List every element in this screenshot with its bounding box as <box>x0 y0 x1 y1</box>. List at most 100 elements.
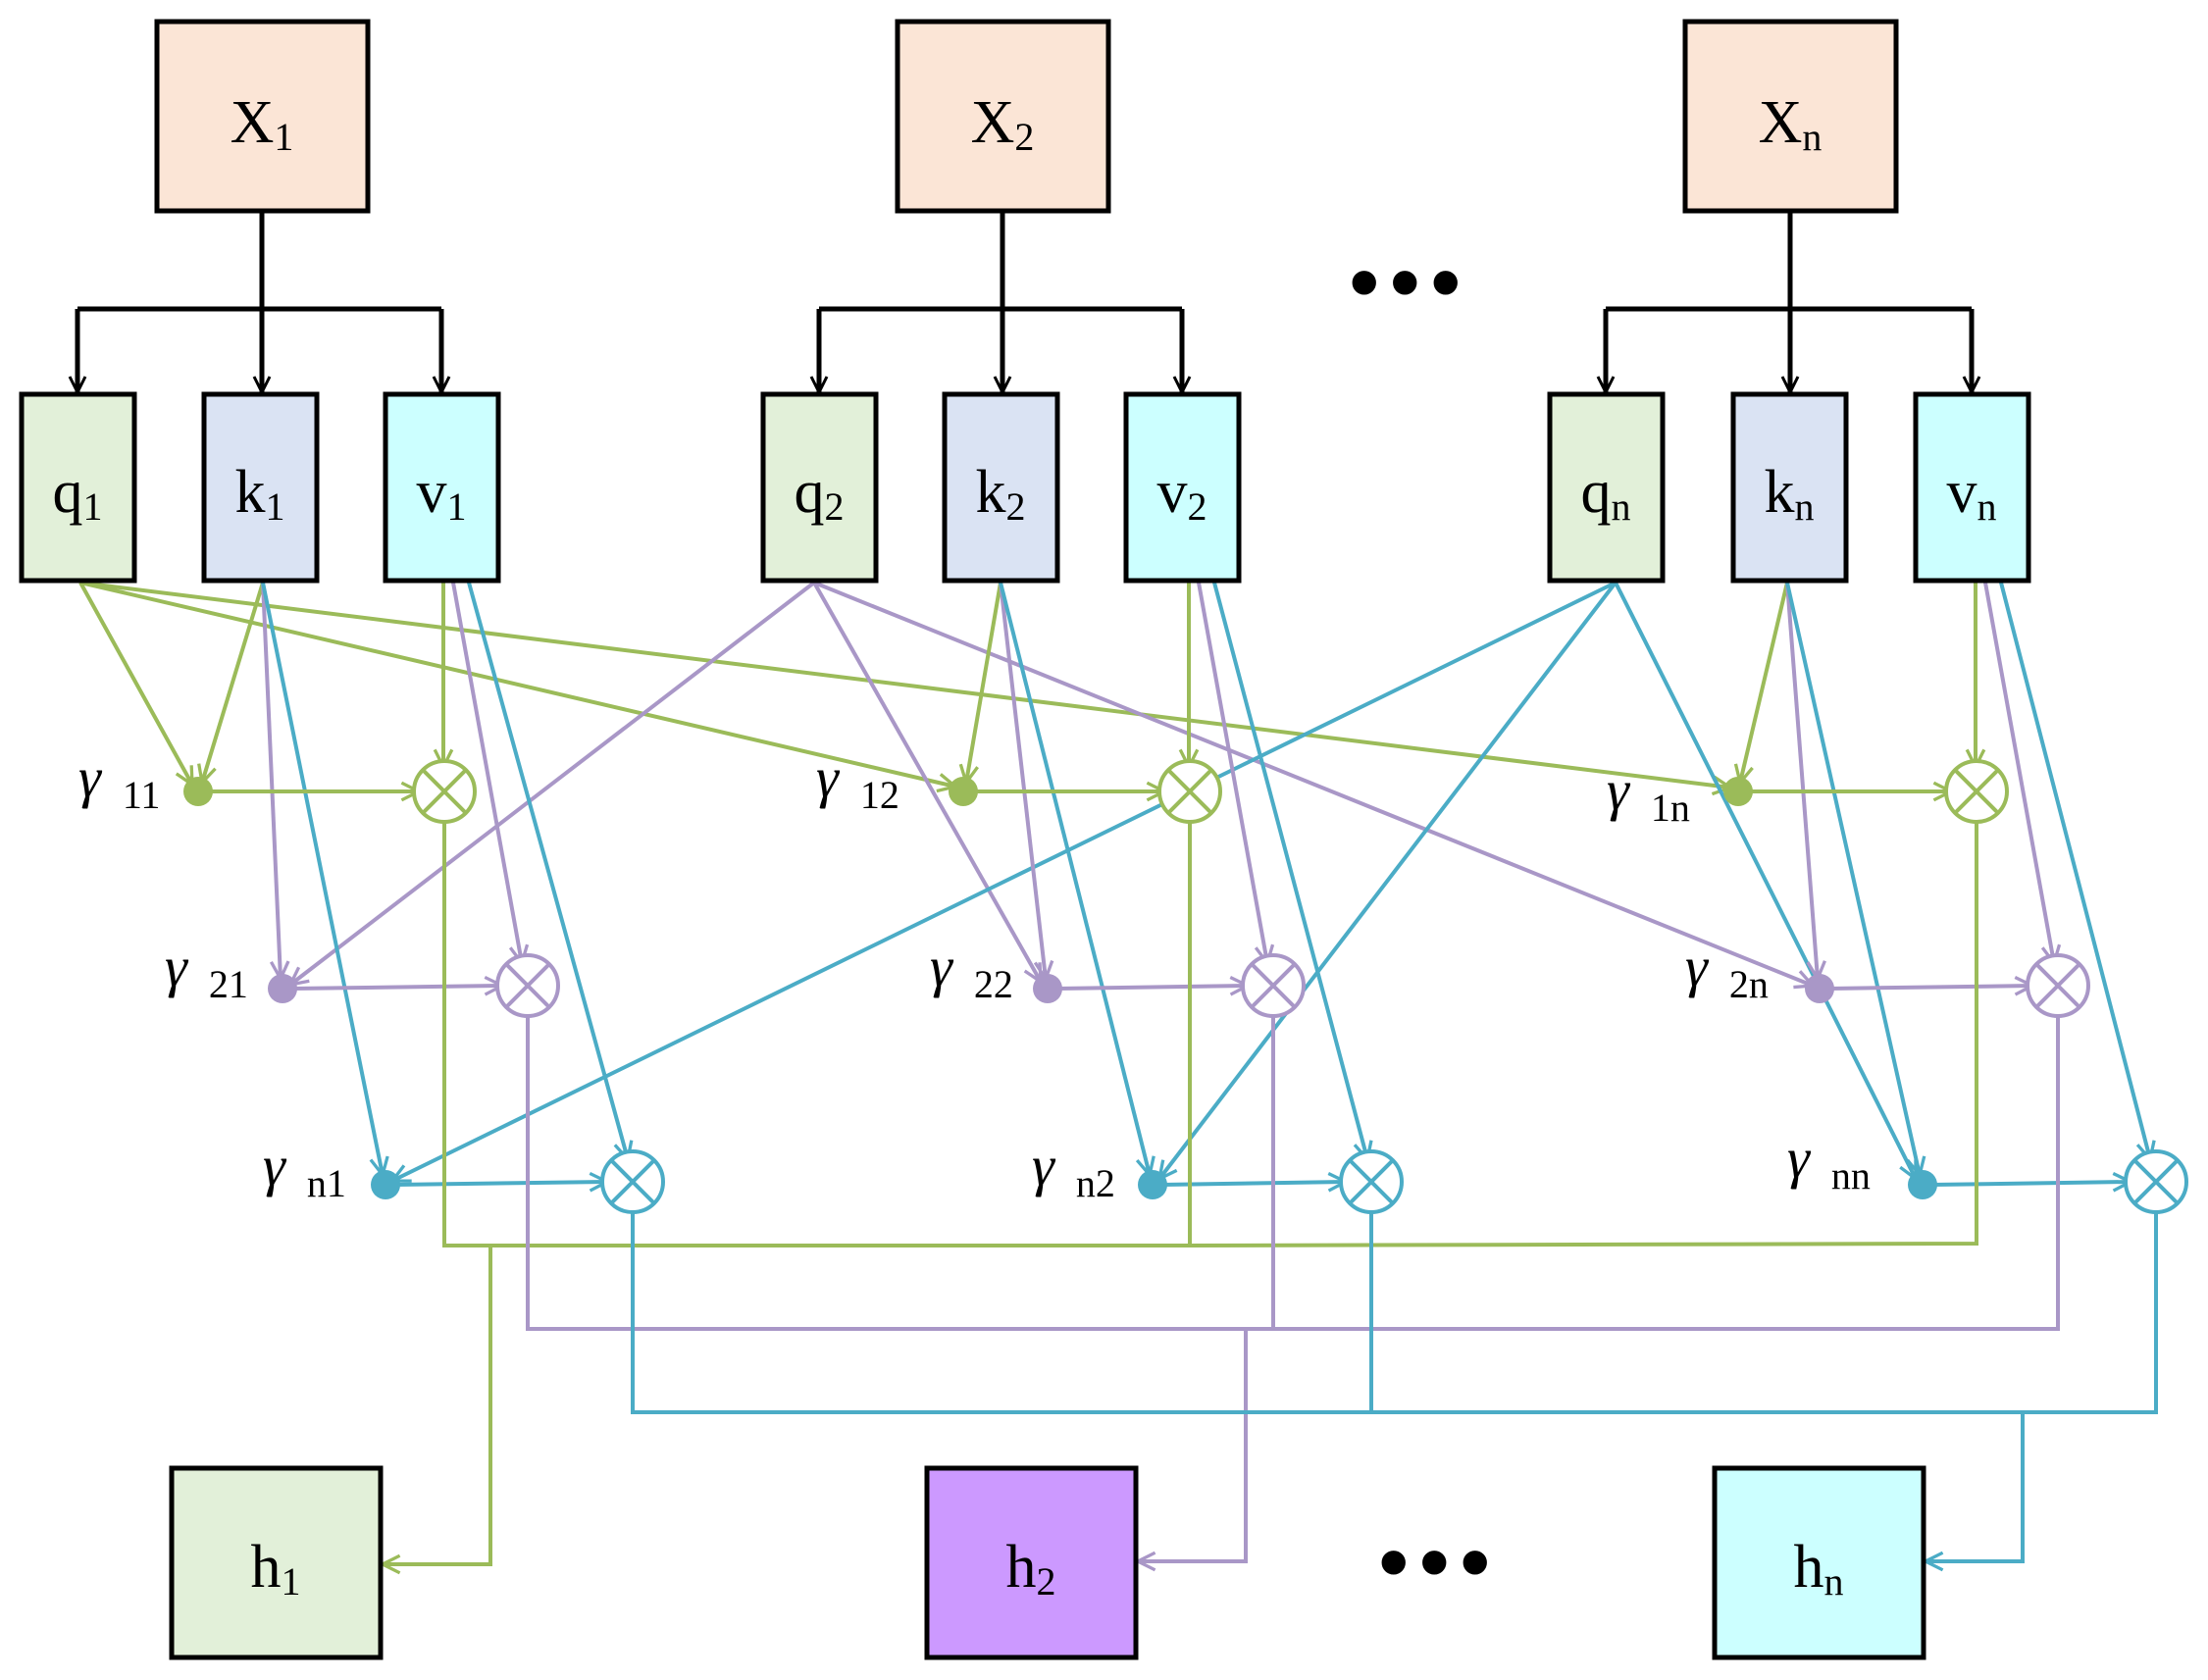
svg-text:h2: h2 <box>1006 1534 1056 1604</box>
connector-16 <box>1740 582 1789 783</box>
bus-h2-a <box>526 1010 1275 1331</box>
connector-21 <box>1197 582 1267 963</box>
input-x1: X1 <box>154 19 371 214</box>
attention-score-dot-1n <box>1723 777 1753 806</box>
bus-h1-a <box>442 816 1192 1247</box>
bus-h2-b <box>1273 1010 2060 1331</box>
multiply-icon-1n <box>1944 759 2009 824</box>
connector-14 <box>999 582 1046 979</box>
input-xn-label: X <box>1759 89 1803 156</box>
input-x2: X2 <box>895 19 1111 214</box>
score-to-mul-nn <box>1931 1182 2131 1185</box>
svg-text:vn: vn <box>1947 459 1997 529</box>
svg-text:qn: qn <box>1581 459 1631 529</box>
multiply-icon-22 <box>1241 953 1306 1018</box>
multiply-icon-2n <box>2026 953 2090 1018</box>
score-to-mul-2n <box>1828 986 2032 989</box>
connector-11 <box>261 582 281 979</box>
value-box-n: vn <box>1913 391 2031 584</box>
qkv-group-1: q1 k1 v1 <box>19 391 501 584</box>
attention-score-dot-21 <box>268 974 297 1003</box>
output-h1: h1 <box>169 1465 384 1660</box>
query-box-2: q2 <box>760 391 879 584</box>
multiply-icon-12 <box>1157 759 1222 824</box>
connector-22 <box>1212 582 1367 1159</box>
connector-5 <box>812 582 1041 982</box>
attention-score-dot-12 <box>949 777 978 806</box>
input-x1-label: X <box>231 89 275 156</box>
svg-text:h1: h1 <box>251 1534 301 1604</box>
connector-6 <box>813 581 1813 986</box>
score-to-mul-21 <box>291 986 502 989</box>
qkv-group-2: q2 k2 v2 <box>760 391 1242 584</box>
ellipsis-bottom: ••• <box>1378 1514 1501 1611</box>
query-box-1: q1 <box>19 391 137 584</box>
key-box-n: kn <box>1730 391 1849 584</box>
svg-text:Xn: Xn <box>1759 89 1823 159</box>
connector-9 <box>1614 582 1918 1179</box>
connector-7 <box>392 581 1617 1181</box>
connector-12 <box>261 582 383 1175</box>
connector-13 <box>966 582 1002 783</box>
svg-text:k2: k2 <box>976 459 1026 529</box>
connector-20 <box>467 582 628 1159</box>
bus-to-h2 <box>1138 1329 1248 1561</box>
svg-text:v1: v1 <box>417 459 467 529</box>
multiply-icon-n2 <box>1339 1149 1404 1214</box>
attention-score-dot-2n <box>1805 974 1834 1003</box>
score-to-mul-22 <box>1056 986 1248 989</box>
key-box-2: k2 <box>942 391 1060 584</box>
connector-4 <box>290 581 816 985</box>
connector-23 <box>1983 582 2054 963</box>
connection-lines <box>77 211 2158 1564</box>
value-box-1: v1 <box>383 391 501 584</box>
connector-18 <box>1785 582 1920 1175</box>
output-hn: hn <box>1712 1465 1926 1660</box>
bus-to-hn <box>1926 1412 2025 1561</box>
attention-nodes <box>183 759 2188 1214</box>
connector-19 <box>451 582 522 963</box>
multiply-icon-21 <box>495 953 560 1018</box>
key-box-1: k1 <box>201 391 320 584</box>
connector-3 <box>79 581 1730 788</box>
connector-8 <box>1159 581 1617 1179</box>
connector-1 <box>78 582 192 785</box>
connector-2 <box>79 581 955 787</box>
input-x2-label: X <box>971 89 1015 156</box>
multiply-icon-11 <box>412 759 477 824</box>
attention-score-dot-n2 <box>1138 1170 1167 1199</box>
output-h2: h2 <box>924 1465 1139 1660</box>
input-xn: Xn <box>1682 19 1899 214</box>
bus-hn-a <box>631 1206 1373 1414</box>
query-box-n: qn <box>1547 391 1666 584</box>
svg-text:hn: hn <box>1794 1534 1844 1604</box>
multiply-icon-n1 <box>600 1149 665 1214</box>
svg-text:X2: X2 <box>971 89 1035 159</box>
connector-17 <box>1785 582 1818 979</box>
bus-h1-b <box>1189 816 1978 1247</box>
svg-text:k1: k1 <box>235 459 285 529</box>
qkv-group-n: qn kn vn <box>1547 391 2031 584</box>
svg-text:q1: q1 <box>53 459 103 529</box>
attention-score-dot-n1 <box>371 1170 400 1199</box>
score-to-mul-n2 <box>1161 1182 1346 1185</box>
connector-10 <box>202 582 265 783</box>
value-box-2: v2 <box>1123 391 1242 584</box>
attention-score-dot-11 <box>183 777 213 806</box>
attention-score-dot-nn <box>1908 1170 1937 1199</box>
attention-score-dot-22 <box>1033 974 1062 1003</box>
connector-15 <box>999 582 1150 1175</box>
multiply-icon-nn <box>2124 1149 2188 1214</box>
svg-text:q2: q2 <box>795 459 845 529</box>
bus-to-h1 <box>383 1246 492 1564</box>
